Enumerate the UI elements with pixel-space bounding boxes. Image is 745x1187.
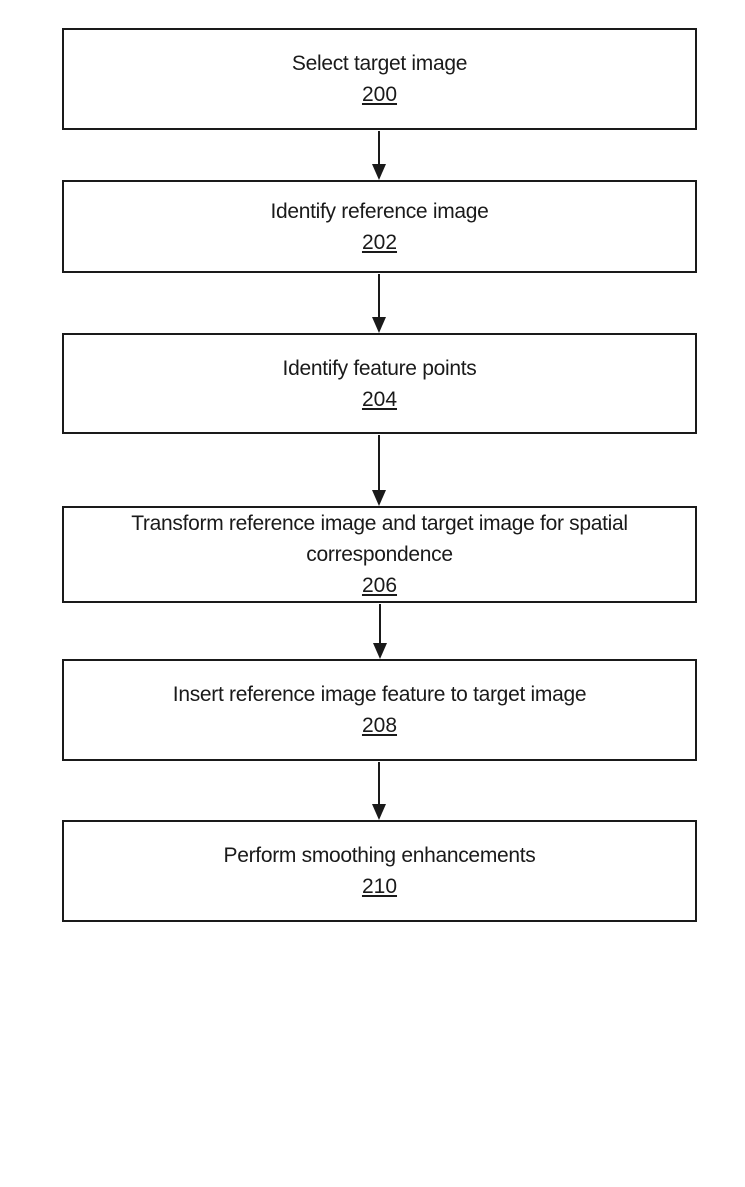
step-reference-number: 206 <box>361 574 398 597</box>
step-label: Transform reference image and target ima… <box>131 512 628 566</box>
step-reference-number: 202 <box>361 230 398 254</box>
arrow-head <box>372 164 386 180</box>
step-label: Insert reference image feature to target… <box>172 683 587 706</box>
step-reference-number: 208 <box>361 714 398 737</box>
step-reference-number: 210 <box>361 875 398 898</box>
step-label: Identify reference image <box>270 199 489 223</box>
step-reference-number: 204 <box>361 387 398 411</box>
step-box-identify-feature-points: Identify feature points 204 <box>62 333 697 434</box>
arrow-head <box>372 317 386 333</box>
arrow-head <box>372 490 386 506</box>
arrow-head <box>373 643 387 659</box>
step-label: Select target image <box>291 52 468 75</box>
step-box-perform-smoothing: Perform smoothing enhancements 210 <box>62 820 697 922</box>
step-label: Perform smoothing enhancements <box>223 844 536 867</box>
step-box-identify-reference-image: Identify reference image 202 <box>62 180 697 273</box>
step-reference-number: 200 <box>361 83 398 106</box>
step-label: Identify feature points <box>282 356 477 380</box>
step-box-select-target-image: Select target image 200 <box>62 28 697 130</box>
step-box-transform-images: Transform reference image and target ima… <box>62 506 697 603</box>
arrow-head <box>372 804 386 820</box>
step-box-insert-reference-feature: Insert reference image feature to target… <box>62 659 697 761</box>
